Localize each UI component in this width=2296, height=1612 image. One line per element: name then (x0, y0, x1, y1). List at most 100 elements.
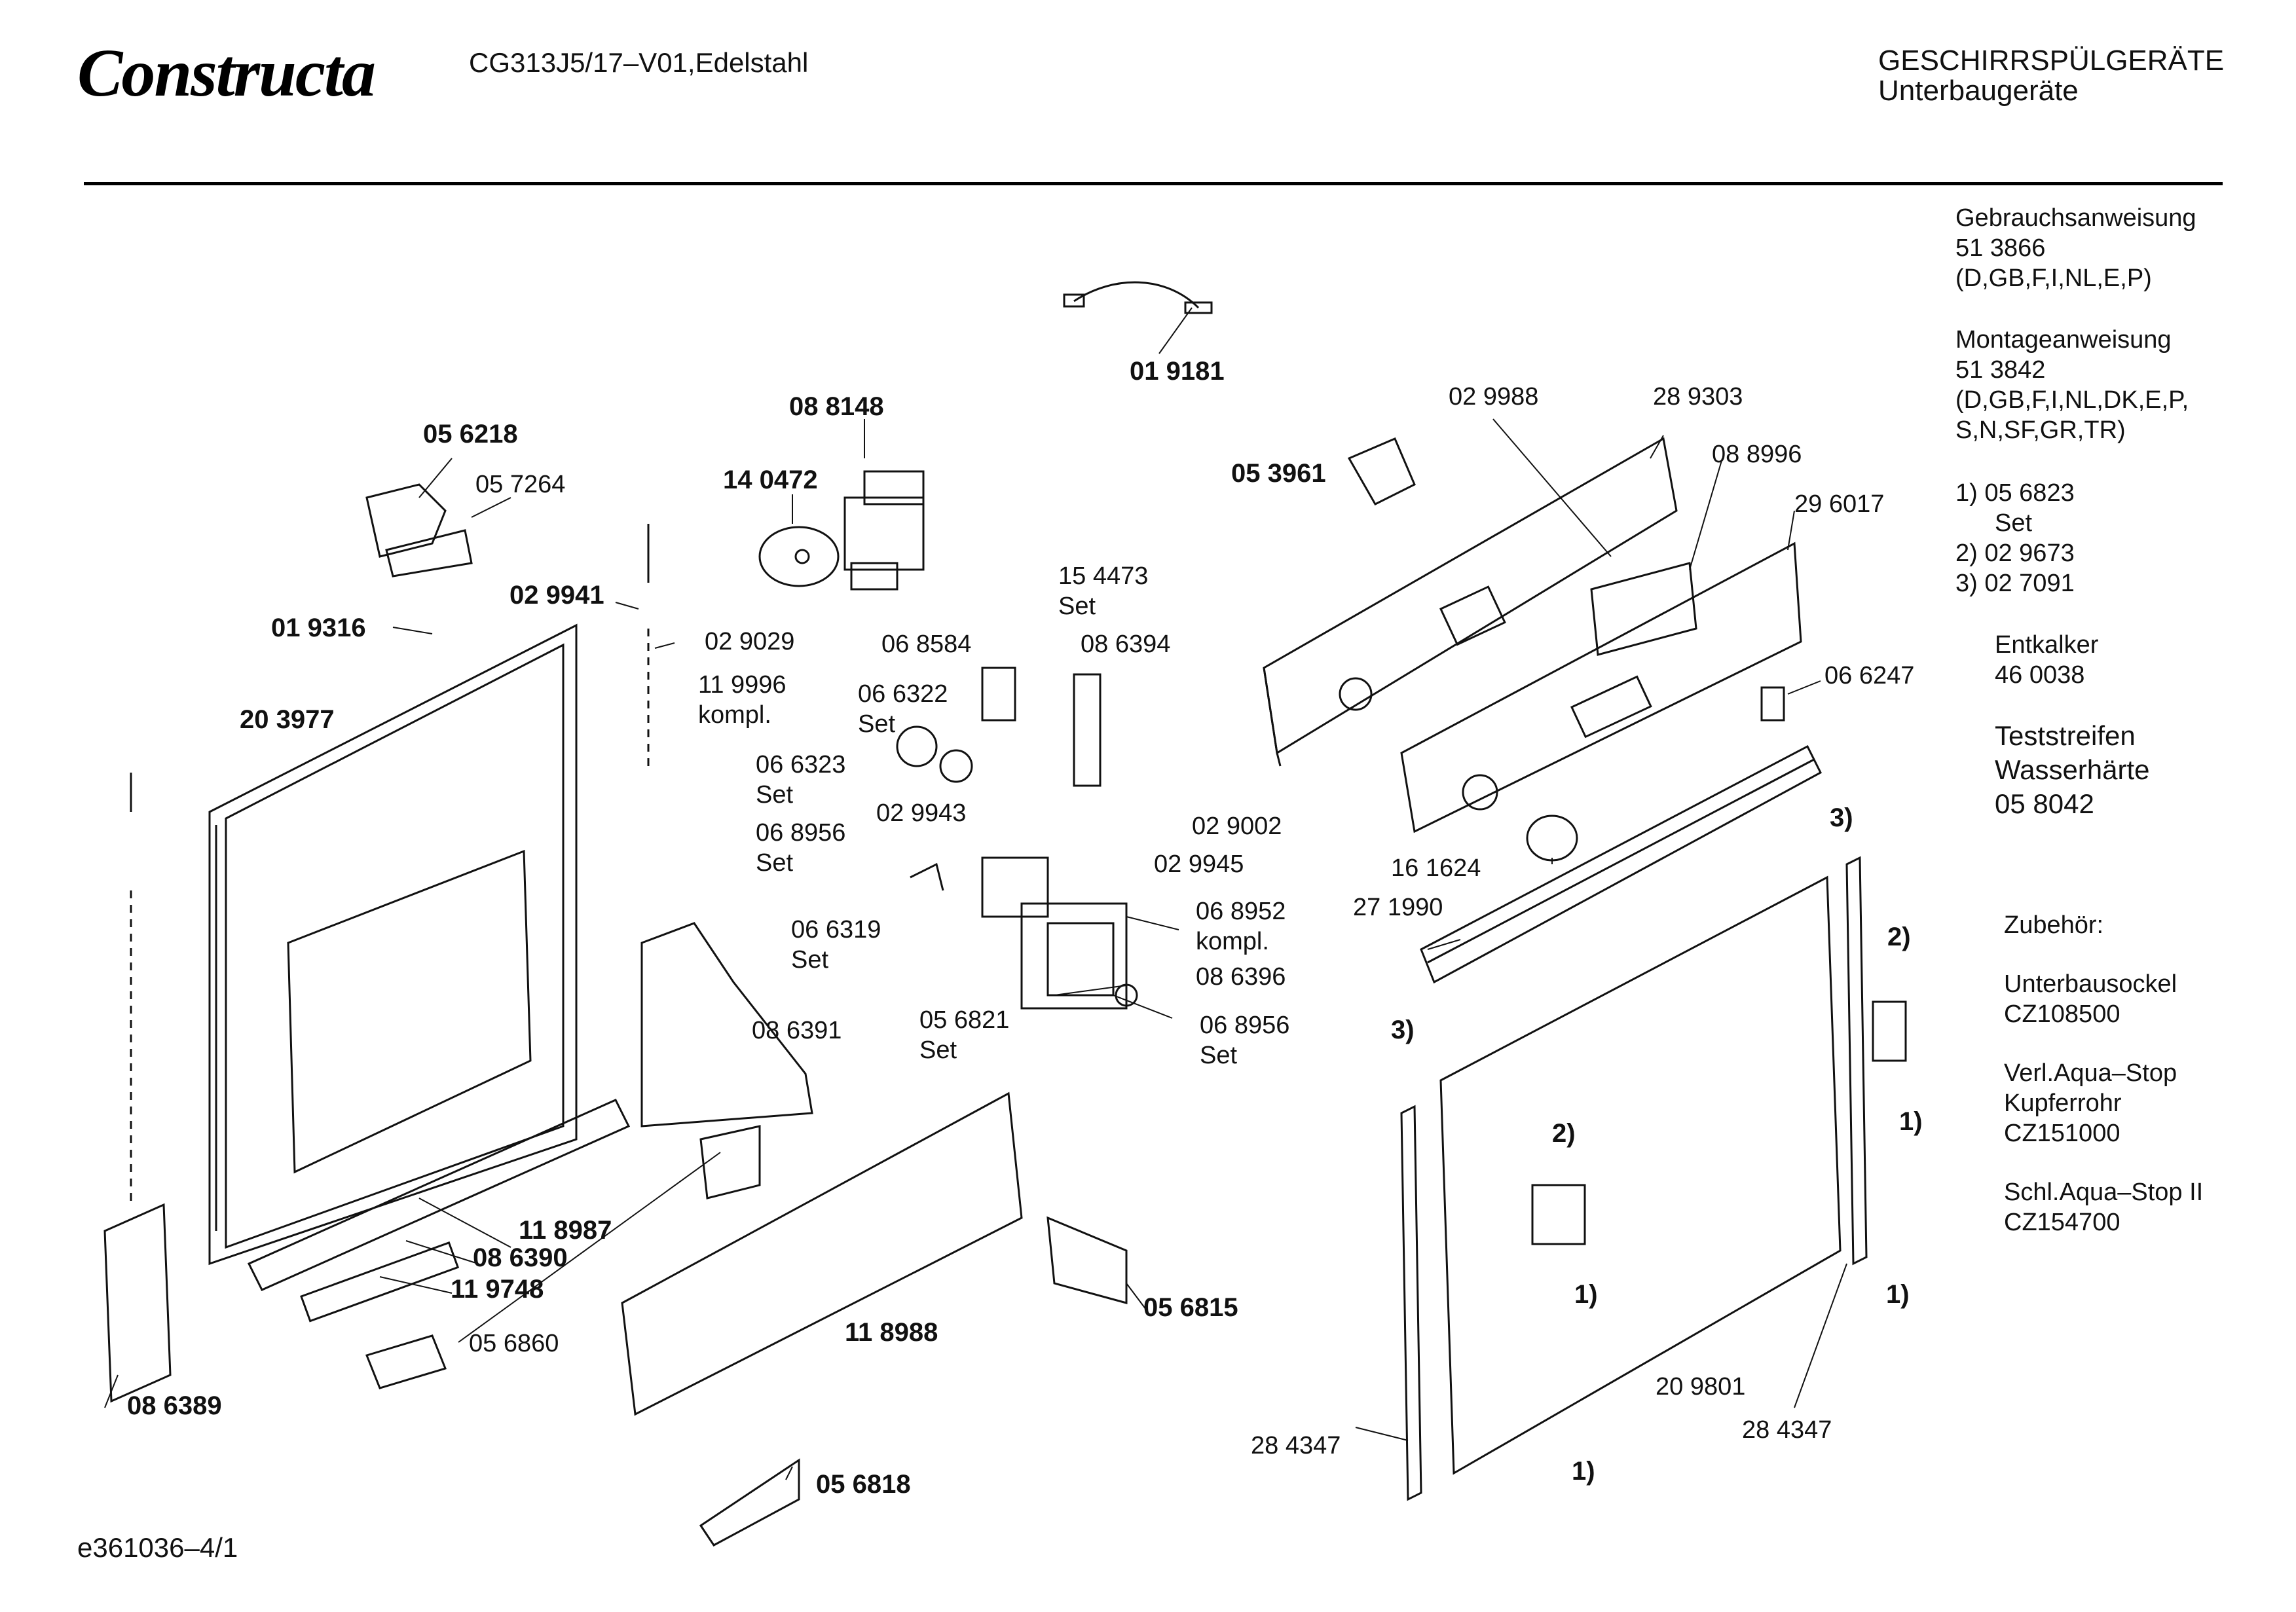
accessory-1-number: CZ108500 (2004, 1000, 2120, 1028)
footnote-3: 3) 02 7091 (1955, 570, 2075, 597)
footnote-1: 1) 05 6823 (1955, 479, 2075, 507)
label-029941: 02 9941 (509, 581, 604, 610)
label-029943: 02 9943 (876, 799, 966, 827)
clip-066247 (1760, 686, 1785, 722)
label-note-2-a: 2) (1887, 923, 1911, 951)
label-056818: 05 6818 (816, 1470, 911, 1499)
label-kompl-2: kompl. (1196, 928, 1269, 955)
module-088996 (1590, 562, 1697, 656)
label-284347-b: 28 4347 (1742, 1416, 1832, 1444)
label-118988: 11 8988 (845, 1318, 938, 1347)
label-056218: 05 6218 (423, 420, 518, 449)
model-title: CG313J5/17–V01,Edelstahl (469, 47, 809, 78)
category-line-2: Unterbaugeräte (1878, 75, 2079, 107)
usage-manual-title: Gebrauchsanweisung (1955, 204, 2196, 232)
category-title: GESCHIRRSPÜLGERÄTE Unterbaugeräte (1878, 46, 2224, 106)
label-284347-a: 28 4347 (1251, 1432, 1341, 1459)
label-271990: 27 1990 (1353, 894, 1443, 921)
label-066323: 06 6323 (756, 751, 845, 779)
label-068584: 06 8584 (881, 631, 971, 658)
label-068956-a: 06 8956 (756, 819, 845, 847)
descaler-title: Entkalker (1995, 631, 2099, 659)
footnotes: 1) 05 6823 Set 2) 02 9673 3) 02 7091 (1955, 478, 2075, 598)
label-056815: 05 6815 (1143, 1293, 1238, 1322)
document-code: e361036–4/1 (77, 1532, 238, 1563)
label-119748: 11 9748 (451, 1275, 544, 1304)
label-029945: 02 9945 (1154, 851, 1244, 878)
label-119996: 11 9996 (698, 671, 787, 699)
label-086390: 08 6390 (473, 1243, 568, 1272)
test-strip-info: Teststreifen Wasserhärte 05 8042 (1995, 719, 2150, 821)
accessory-3-number: CZ154700 (2004, 1209, 2120, 1236)
timer-part (843, 470, 925, 591)
install-info: Montageanweisung 51 3842 (D,GB,F,I,NL,DK… (1955, 325, 2189, 445)
label-203977: 20 3977 (240, 705, 335, 734)
label-note-2-b: 2) (1552, 1119, 1576, 1148)
accessory-2-name-1: Verl.Aqua–Stop (2004, 1059, 2177, 1087)
accessory-2-number: CZ151000 (2004, 1120, 2120, 1147)
footnote-1-set: Set (1995, 509, 2033, 537)
disc-part (758, 526, 840, 587)
test-strip-number: 05 8042 (1995, 788, 2094, 819)
label-019181: 01 9181 (1130, 357, 1225, 386)
install-manual-title: Montageanweisung (1955, 326, 2172, 354)
install-manual-languages-1: (D,GB,F,I,NL,DK,E,P, (1955, 386, 2189, 414)
label-note-1-c: 1) (1886, 1280, 1910, 1309)
inner-door-frame (208, 623, 578, 1266)
handle-strip (1420, 744, 1822, 984)
label-289303: 28 9303 (1653, 383, 1743, 411)
label-set-2: Set (858, 710, 895, 738)
brand-logo: Constructa (77, 35, 376, 111)
label-118987: 11 8987 (519, 1216, 612, 1245)
label-057264: 05 7264 (475, 471, 565, 498)
kick-panel (621, 1091, 1128, 1547)
header-divider (84, 182, 2223, 185)
accessory-3-name: Schl.Aqua–Stop II (2004, 1179, 2204, 1206)
label-note-3-a: 3) (1830, 803, 1853, 832)
label-296017: 29 6017 (1794, 490, 1884, 518)
label-086389: 08 6389 (127, 1391, 222, 1420)
accessory-2-name-2: Kupferrohr (2004, 1090, 2122, 1117)
label-kompl-1: kompl. (698, 701, 771, 729)
install-manual-languages-2: S,N,SF,GR,TR) (1955, 416, 2126, 444)
accessories-title: Zubehör: (2004, 911, 2104, 939)
label-066322: 06 6322 (858, 680, 948, 708)
label-note-1-b: 1) (1574, 1280, 1598, 1309)
label-set-5: Set (791, 946, 828, 974)
label-088148: 08 8148 (789, 392, 884, 421)
manual-info: Gebrauchsanweisung 51 3866 (D,GB,F,I,NL,… (1955, 203, 2196, 293)
label-056860: 05 6860 (469, 1330, 559, 1357)
label-029002: 02 9002 (1192, 813, 1282, 840)
label-161624: 16 1624 (1391, 854, 1481, 882)
descaler-number: 46 0038 (1995, 661, 2085, 689)
label-set-4: Set (756, 849, 793, 877)
label-set-7: Set (1200, 1042, 1237, 1069)
test-strip-line-1: Teststreifen (1995, 720, 2136, 751)
bracket-053961 (1347, 437, 1416, 505)
lock-part (365, 483, 473, 577)
label-086391: 08 6391 (752, 1017, 842, 1044)
usage-manual-languages: (D,GB,F,I,NL,E,P) (1955, 265, 2152, 292)
label-set-1: Set (1058, 593, 1096, 620)
label-086396: 08 6396 (1196, 963, 1286, 991)
install-manual-number: 51 3842 (1955, 356, 2046, 384)
fascia-panel (1400, 541, 1802, 833)
bottom-rail (247, 1099, 761, 1389)
label-066247: 06 6247 (1824, 662, 1914, 689)
label-053961: 05 3961 (1231, 459, 1326, 488)
footnote-2: 2) 02 9673 (1955, 540, 2075, 567)
label-140472: 14 0472 (723, 466, 818, 494)
knob-161624 (1526, 815, 1578, 862)
accessory-1-name: Unterbausockel (2004, 970, 2177, 998)
accessories-info: Zubehör: Unterbausockel CZ108500 Verl.Aq… (2004, 910, 2203, 1237)
label-029988: 02 9988 (1449, 383, 1538, 411)
label-086394: 08 6394 (1081, 631, 1170, 658)
upper-control-panel (1263, 437, 1678, 767)
control-parts (896, 667, 1138, 1010)
outer-door-panel (1400, 856, 1907, 1501)
leader-lines (104, 307, 1847, 1480)
label-068956-b: 06 8956 (1200, 1012, 1289, 1039)
label-note-1-a: 1) (1899, 1107, 1923, 1136)
label-note-1-d: 1) (1572, 1457, 1595, 1486)
